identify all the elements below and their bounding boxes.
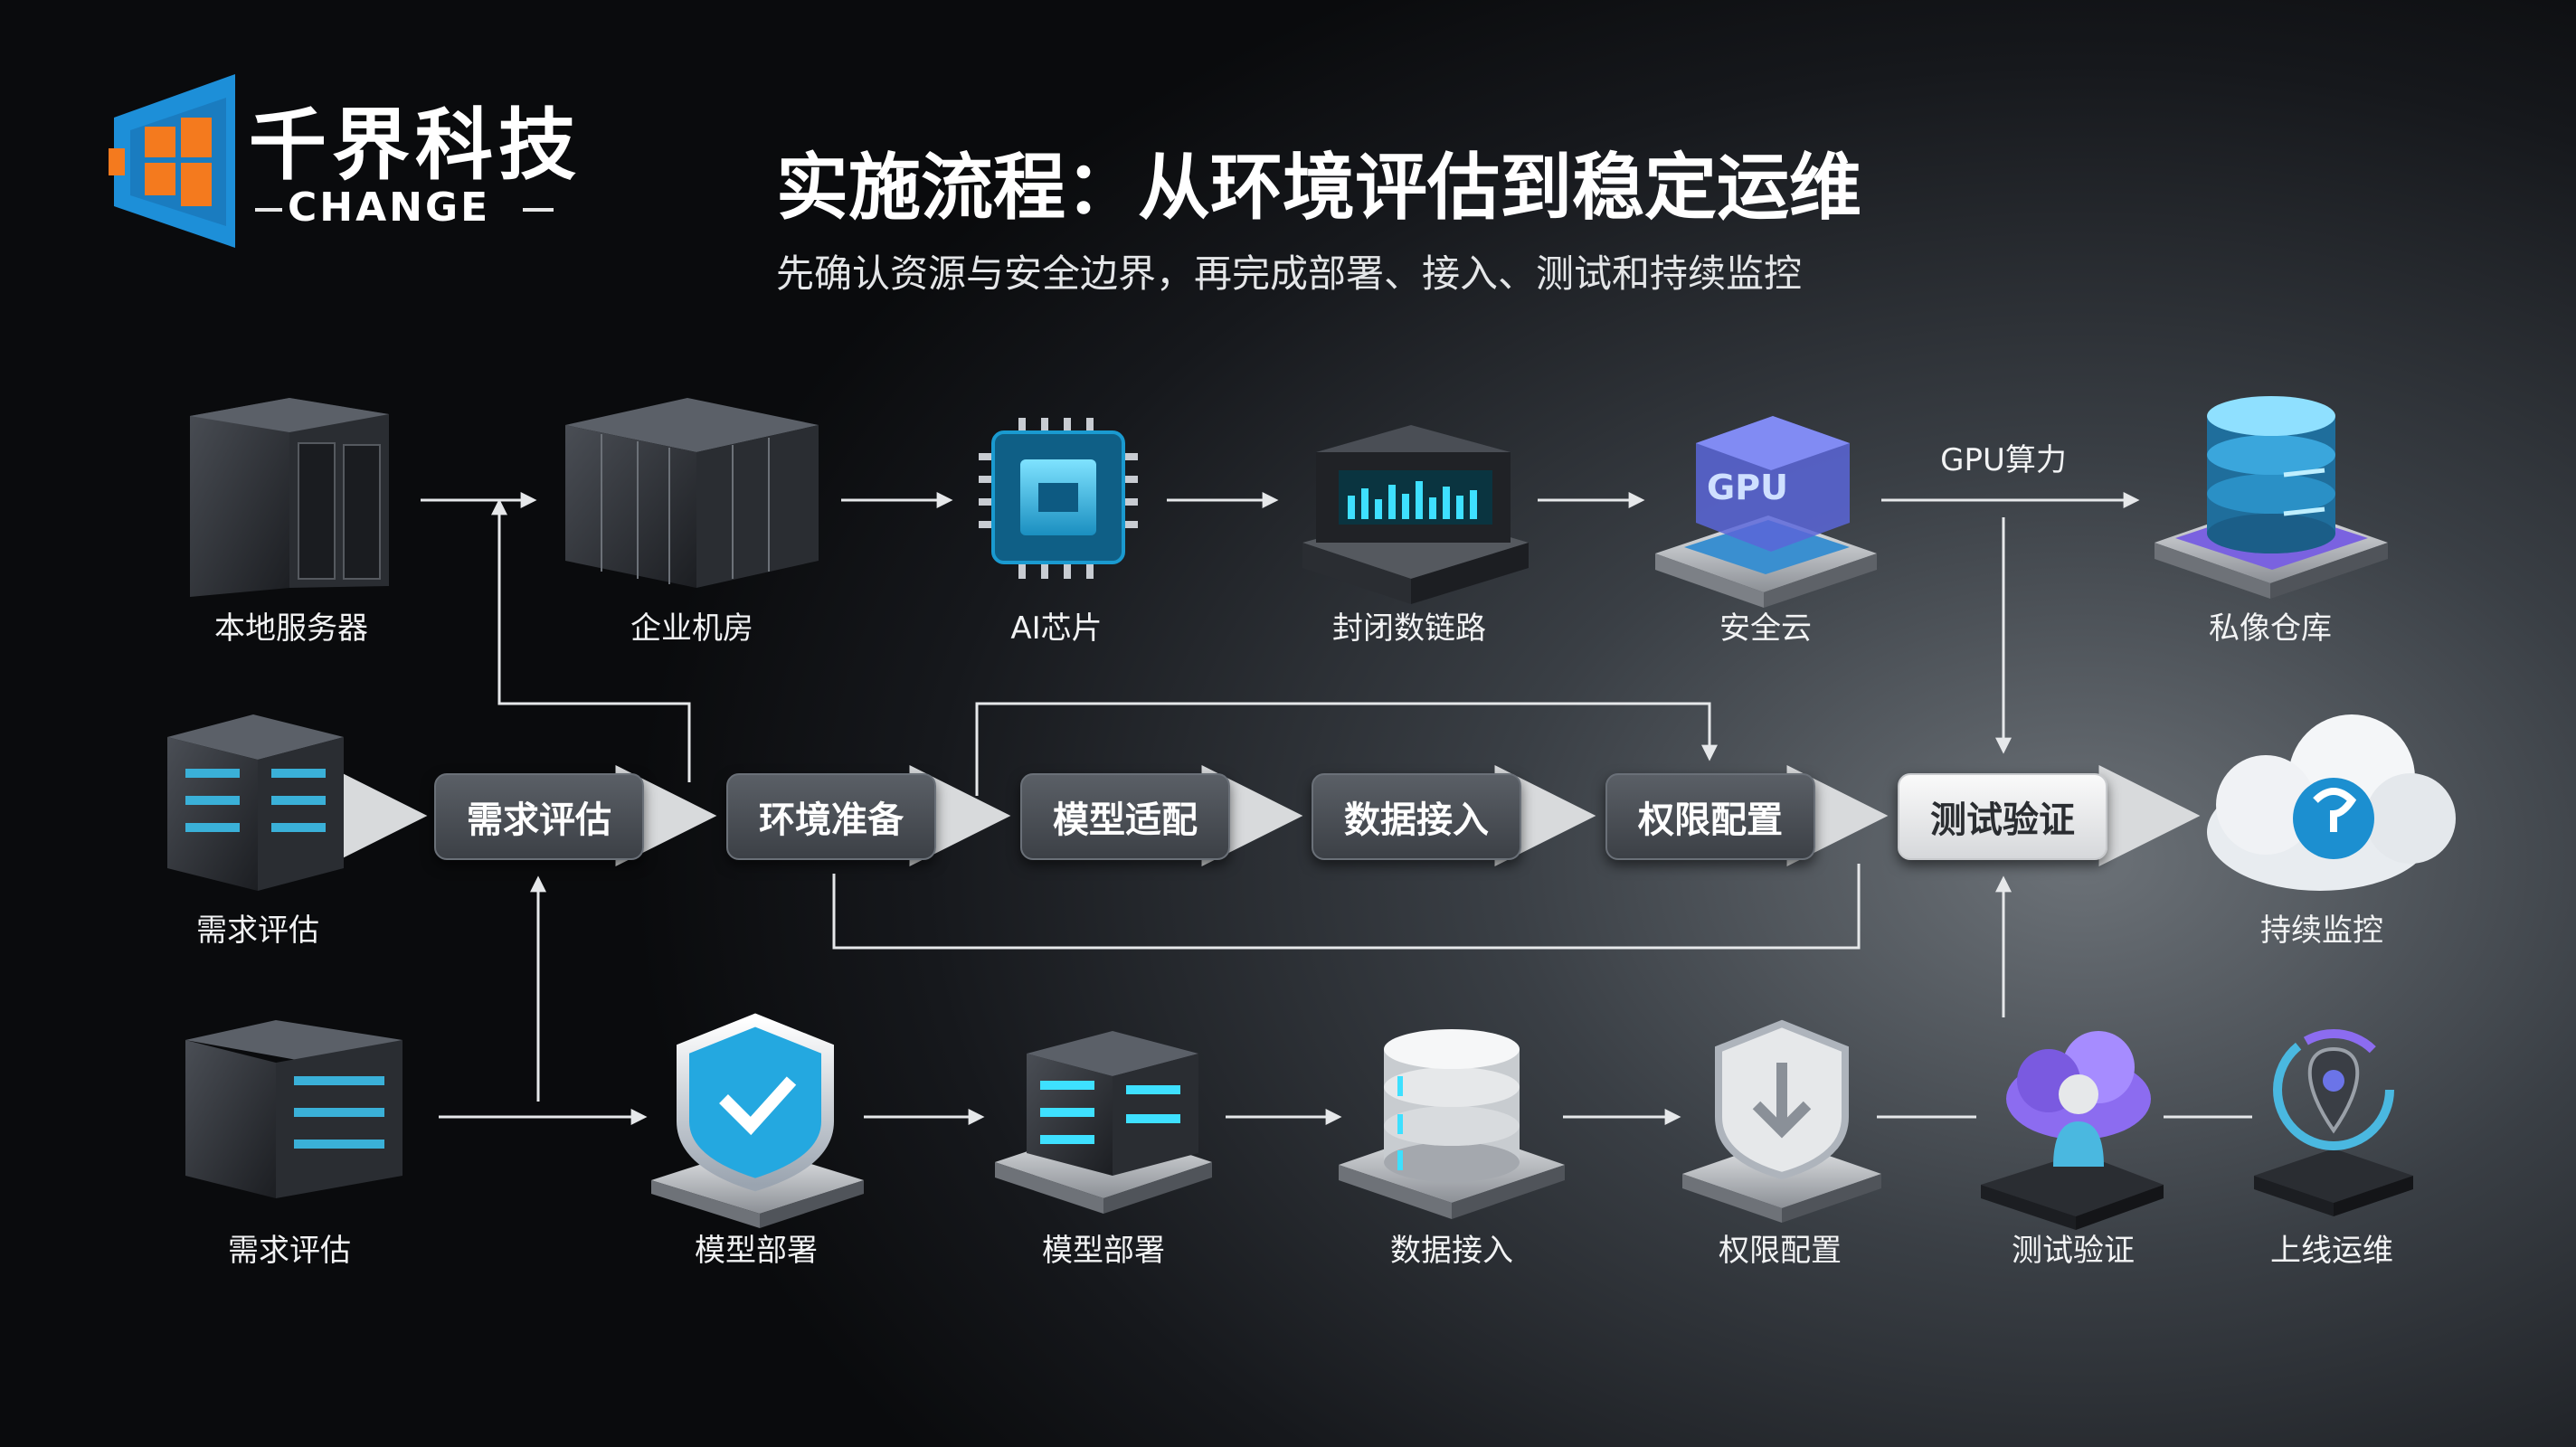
network-appliance-icon [1302,425,1529,604]
server-cabinet-icon [190,398,389,597]
page-subtitle: 先确认资源与安全边界，再完成部署、接入、测试和持续监控 [776,251,1803,296]
page-title: 实施流程：从环境评估到稳定运维 [776,146,1861,230]
brand-divider-right [523,208,554,212]
brand-name-en: CHANGE [288,184,491,231]
connector-env-to-perm [975,702,1718,796]
step-box-3: 模型适配 [1020,773,1230,860]
label-mid-right: 持续监控 [2260,913,2383,949]
gpu-cube-icon: GPU [1655,416,1877,608]
label-top-3: AI芯片 [1010,610,1103,647]
ai-chip-icon [979,418,1138,579]
gpu-icon-text: GPU [1707,468,1788,507]
label-top-1: 本地服务器 [214,610,368,647]
label-bot-3: 模型部署 [1042,1233,1165,1269]
connector-top-loop [491,498,691,782]
brand-logo-icon [109,74,235,248]
location-gauge-icon [2254,1029,2413,1216]
step-box-5: 权限配置 [1605,773,1815,860]
step-box-6: 测试验证 [1898,773,2107,860]
database-stack-icon [2155,396,2388,599]
label-top-2: 企业机房 [630,610,753,647]
brand-divider-left [255,208,282,212]
label-bot-6: 测试验证 [2012,1233,2135,1269]
server-stack-icon [995,1031,1212,1214]
label-bot-7: 上线运维 [2270,1233,2393,1269]
connector-bottom-loop [832,864,1861,950]
step-box-1: 需求评估 [434,773,644,860]
shield-check-icon [651,1013,864,1228]
label-mid-left: 需求评估 [196,913,319,949]
server-rack-icon [565,398,819,588]
step-box-4: 数据接入 [1312,773,1521,860]
database-icon [1339,1029,1565,1219]
label-top-4: 封闭数链路 [1332,610,1486,647]
cloud-user-icon [1981,1031,2164,1230]
cloud-monitor-icon [2207,714,2456,891]
label-bot-5: 权限配置 [1719,1233,1842,1269]
server-cabinet-bottom-icon [185,1020,402,1198]
label-bot-1: 需求评估 [228,1233,351,1269]
server-rack-mid-icon [167,714,344,891]
label-top-5: 安全云 [1719,610,1812,647]
label-bot-2: 模型部署 [695,1233,818,1269]
step-box-2: 环境准备 [726,773,936,860]
shield-download-icon [1682,1019,1881,1223]
label-bot-4: 数据接入 [1390,1233,1513,1269]
label-top-6: 私像仓库 [2209,610,2332,647]
brand-name-cn: 千界科技 [249,100,582,191]
gpu-label: GPU算力 [1940,442,2067,478]
